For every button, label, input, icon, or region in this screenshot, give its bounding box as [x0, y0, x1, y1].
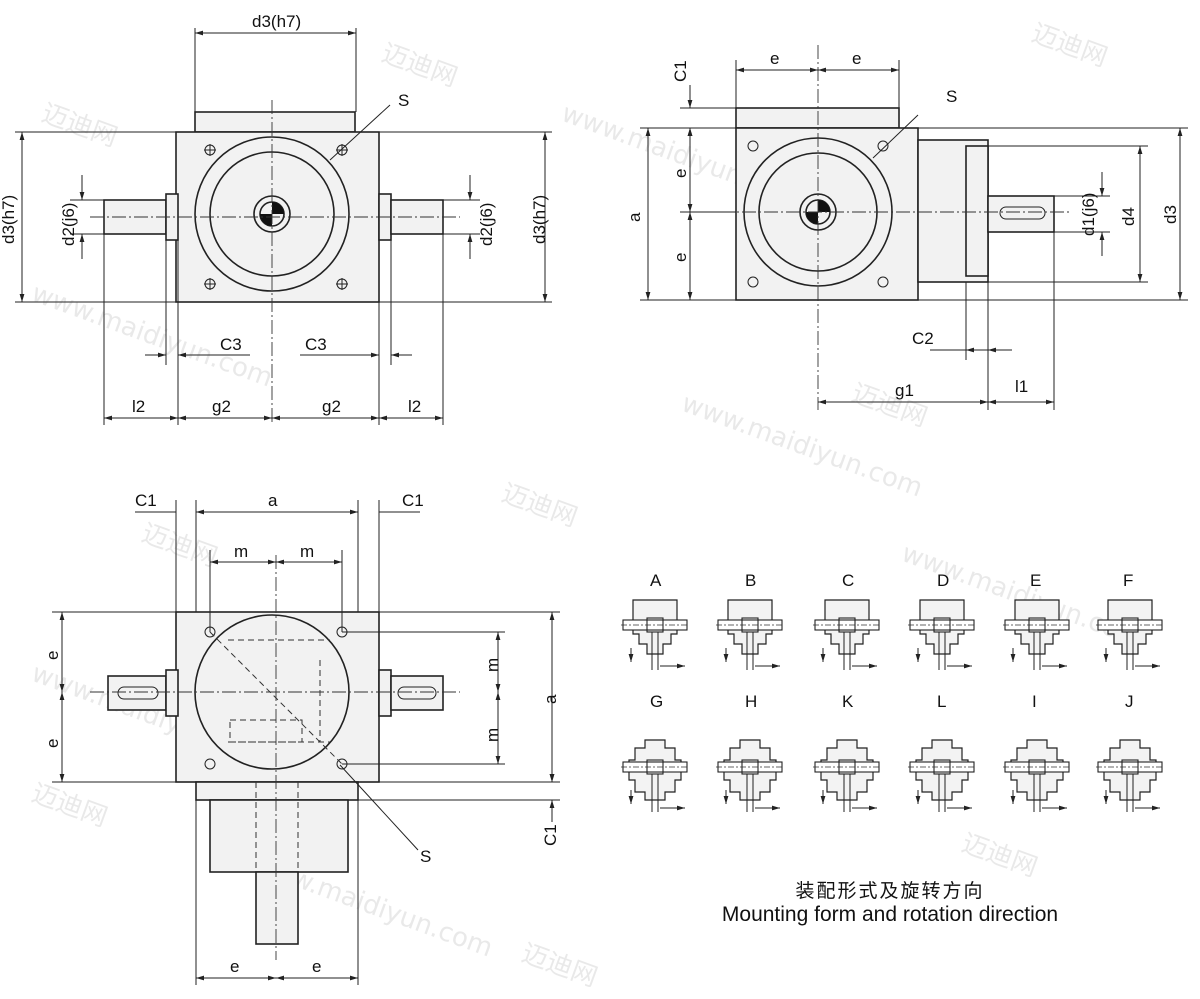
svg-text:a: a: [541, 694, 560, 704]
svg-text:迈迪网: 迈迪网: [498, 478, 582, 533]
svg-text:e: e: [43, 739, 62, 748]
row2-labels: G H K L I J: [650, 692, 1134, 711]
bottom-shaft: [255, 871, 299, 945]
svg-text:e: e: [312, 957, 321, 976]
mount-row-2: [621, 739, 1164, 812]
svg-text:迈迪网: 迈迪网: [848, 378, 932, 433]
svg-text:l2: l2: [408, 397, 421, 416]
svg-text:e: e: [43, 651, 62, 660]
svg-text:J: J: [1125, 692, 1134, 711]
svg-text:S: S: [420, 847, 431, 866]
top-flange: [735, 107, 900, 129]
svg-text:B: B: [745, 571, 756, 590]
svg-text:e: e: [852, 49, 861, 68]
svg-text:a: a: [268, 491, 278, 510]
svg-text:a: a: [625, 212, 644, 222]
svg-text:S: S: [398, 91, 409, 110]
mount-icon-G: [621, 739, 689, 812]
svg-text:m: m: [483, 728, 502, 742]
svg-text:e: e: [671, 169, 690, 178]
mount-row-1: [621, 599, 1164, 670]
bolt-hole: [204, 278, 216, 290]
svg-text:E: E: [1030, 571, 1041, 590]
svg-text:l1: l1: [1015, 377, 1028, 396]
svg-text:g1: g1: [895, 381, 914, 400]
svg-text:K: K: [842, 692, 854, 711]
left-shaft: [107, 675, 167, 711]
top-flange: [194, 111, 356, 133]
svg-text:迈迪网: 迈迪网: [1028, 18, 1112, 73]
svg-text:C1: C1: [402, 491, 424, 510]
svg-text:L: L: [937, 692, 946, 711]
svg-text:C3: C3: [220, 335, 242, 354]
svg-text:g2: g2: [212, 397, 231, 416]
mount-icon-E: [1003, 599, 1071, 670]
svg-text:S: S: [946, 87, 957, 106]
svg-text:C1: C1: [671, 60, 690, 82]
mount-icon-F: [1096, 599, 1164, 670]
svg-text:D: D: [937, 571, 949, 590]
svg-text:迈迪网: 迈迪网: [138, 518, 222, 573]
caption-english: Mounting form and rotation direction: [721, 903, 1059, 926]
svg-text:H: H: [745, 692, 757, 711]
svg-text:迈迪网: 迈迪网: [518, 938, 602, 993]
row1-labels: A B C D E F: [650, 571, 1133, 590]
view-bottom-left: C1 a C1 m m e e m m a C1 S e e: [43, 491, 560, 985]
mounting-forms: A B C D E F G H K L I J: [621, 571, 1164, 812]
svg-text:迈迪网: 迈迪网: [28, 778, 112, 833]
view-top-right: e e C1 S a e e d1(j6) d4 d3 C2: [625, 45, 1188, 410]
mount-icon-L: [908, 739, 976, 812]
svg-text:d1(j6): d1(j6): [1079, 193, 1098, 236]
svg-text:C1: C1: [541, 824, 560, 846]
svg-text:l2: l2: [132, 397, 145, 416]
svg-text:d4: d4: [1119, 207, 1138, 226]
bolt-hole: [336, 278, 348, 290]
svg-text:A: A: [650, 571, 662, 590]
svg-text:g2: g2: [322, 397, 341, 416]
svg-text:C: C: [842, 571, 854, 590]
svg-text:C1: C1: [135, 491, 157, 510]
svg-text:I: I: [1032, 692, 1037, 711]
caption-chinese: 装配形式及旋转方向: [795, 880, 985, 902]
svg-text:C3: C3: [305, 335, 327, 354]
mount-icon-D: [908, 599, 976, 670]
mount-icon-I: [1003, 739, 1071, 812]
bolt-hole: [204, 144, 216, 156]
svg-text:d3: d3: [1161, 205, 1180, 224]
svg-text:迈迪网: 迈迪网: [38, 98, 122, 153]
mount-icon-C: [813, 599, 881, 670]
svg-text:C2: C2: [912, 329, 934, 348]
svg-text:e: e: [230, 957, 239, 976]
svg-text:m: m: [483, 658, 502, 672]
output-shaft: [987, 195, 1055, 233]
svg-text:G: G: [650, 692, 663, 711]
svg-text:d2(j6): d2(j6): [477, 203, 496, 246]
mount-icon-J: [1096, 739, 1164, 812]
svg-text:e: e: [770, 49, 779, 68]
mount-icon-H: [716, 739, 784, 812]
mount-icon-A: [621, 599, 689, 670]
svg-text:d2(j6): d2(j6): [59, 203, 78, 246]
mount-icon-B: [716, 599, 784, 670]
mount-icon-K: [813, 739, 881, 812]
bolt-hole: [336, 144, 348, 156]
bottom-motor: [209, 799, 349, 873]
gearbox-body: [735, 127, 919, 301]
right-shaft: [390, 675, 444, 711]
svg-text:m: m: [300, 542, 314, 561]
svg-text:d3(h7): d3(h7): [0, 195, 18, 244]
svg-text:e: e: [671, 253, 690, 262]
svg-text:m: m: [234, 542, 248, 561]
svg-text:d3(h7): d3(h7): [252, 12, 301, 31]
view-top-left: d3(h7) S d3(h7) d2(j6) d2(j6) d3(h7) C3 …: [0, 12, 552, 425]
svg-text:迈迪网: 迈迪网: [378, 38, 462, 93]
svg-text:d3(h7): d3(h7): [530, 195, 549, 244]
svg-text:F: F: [1123, 571, 1133, 590]
